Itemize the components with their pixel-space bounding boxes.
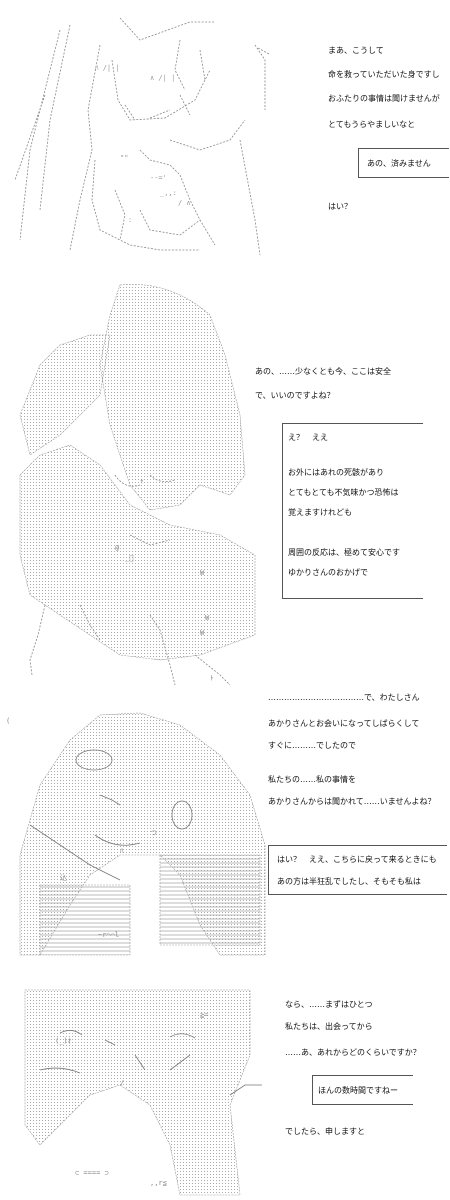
bubble-line: はい？ ええ、こちらに戻って来るときにも	[277, 855, 437, 864]
bubble-line: とてもとても不気味かつ恐怖は	[288, 488, 399, 497]
narration-line: まあ、こうして	[328, 46, 384, 55]
bubble-line: あの方は半狂乱でしたし、そもそも私は	[277, 877, 421, 886]
panel-1: --=' "" : _,,: ﾊ /| | ∧ /| | / ∧ まあ、こうして…	[0, 0, 450, 270]
narration-line: 命を救っていただいた身ですし	[328, 70, 440, 79]
svg-text:ﾄ: ﾄ	[210, 674, 214, 682]
speech-bubble: え？ ええ お外にはあれの死骸があり とてもとても不気味かつ恐怖は 覚えますけれ…	[282, 423, 423, 599]
svg-text:込: 込	[60, 873, 67, 882]
svg-text:,,r≦: ,,r≦	[150, 1179, 167, 1187]
panel-2: ｬ @ _ﾟ W W W ﾄ あの、……少なくとも今、ここは安全 で、いいのです…	[0, 275, 450, 695]
narration-line: なら、……まずはひとつ	[285, 1000, 373, 1009]
bubble-line: 覚えますけれども	[288, 508, 352, 517]
narration-line: おふたりの事情は聞けませんが	[328, 94, 440, 103]
svg-text:(: (	[6, 717, 10, 725]
svg-text:W: W	[205, 614, 210, 622]
speech-bubble: はい？ ええ、こちらに戻って来るときにも あの方は半狂乱でしたし、そもそも私は	[268, 845, 447, 895]
svg-text:(_)ｵ: (_)ｵ	[55, 1037, 72, 1045]
narration-line: あかりさんとお会いになってしばらくして	[268, 719, 420, 728]
svg-text:ﾊ /| |: ﾊ /| |	[95, 64, 120, 72]
svg-text:--=': --='	[150, 174, 167, 182]
bubble-line: あの、済みません	[367, 159, 431, 168]
svg-text:_ﾟ: _ﾟ	[125, 554, 133, 562]
svg-text:/: /	[120, 1079, 124, 1087]
svg-text:~r⌒⌒l: ~r⌒⌒l	[98, 931, 119, 939]
svg-text:ﾊ: ﾊ	[120, 847, 124, 855]
panel-4: (_)ｵ ≧= ⊂ ==== ⊃ ,,r≦ / なら、……まずはひとつ 私たちは…	[0, 985, 450, 1200]
speech-bubble: あの、済みません	[358, 148, 449, 178]
bubble-line: お外にはあれの死骸があり	[288, 468, 384, 477]
svg-text:W: W	[200, 629, 205, 637]
narration-line: ………………………………で、わたしさん	[268, 693, 420, 702]
character-art-figure: ｬ @ _ﾟ W W W ﾄ	[19, 284, 256, 686]
bubble-line: 周囲の反応は、極めて安心です	[288, 548, 400, 557]
narration-line: でしたら、申しますと	[285, 1127, 365, 1136]
svg-text:W: W	[200, 569, 205, 577]
panel-3-ascii-art: ( ﾊ つ 込 ~r⌒⌒l	[0, 705, 270, 970]
narration-line: で、いいのですよね？	[255, 391, 335, 400]
narration-line: ……あ、あれからどのくらいですか？	[285, 1048, 421, 1057]
narration-line: はい？	[328, 202, 352, 211]
svg-text:/ ∧: / ∧	[178, 199, 191, 207]
speech-bubble: ほんの数時間ですねー	[312, 1075, 413, 1105]
character-art-figure: (_)ｵ ≧= ⊂ ==== ⊃ ,,r≦ /	[24, 989, 262, 1196]
narration-line: あかりさんからは聞かれて……いませんよね？	[268, 797, 436, 806]
narration-line: 私たちの……私の事情を	[268, 775, 356, 784]
character-art-figure: ( ﾊ つ 込 ~r⌒⌒l	[6, 712, 266, 956]
svg-text:≧=: ≧=	[200, 1011, 208, 1019]
svg-text:_,,:: _,,:	[160, 189, 177, 197]
svg-text:@: @	[115, 544, 120, 552]
svg-text:ｬ: ｬ	[140, 477, 144, 485]
bubble-line: ほんの数時間ですねー	[318, 1086, 398, 1095]
panel-3: ( ﾊ つ 込 ~r⌒⌒l ………………………………で、わたしさん あかりさんと…	[0, 693, 450, 970]
bubble-line: ゆかりさんのおかげで	[288, 568, 368, 577]
bubble-line: え？ ええ	[288, 433, 328, 442]
narration-line: 私たちは、出会ってから	[285, 1022, 373, 1031]
narration-line: すぐに………でしたので	[268, 741, 356, 750]
svg-text::: :	[128, 216, 132, 224]
svg-text:つ: つ	[150, 829, 157, 837]
narration-line: とてもうらやましいなと	[328, 120, 416, 129]
panel-2-ascii-art: ｬ @ _ﾟ W W W ﾄ	[0, 275, 270, 695]
narration-line: あの、……少なくとも今、ここは安全	[255, 367, 391, 376]
panel-1-ascii-art: --=' "" : _,,: ﾊ /| | ∧ /| | / ∧	[0, 0, 270, 270]
svg-text:⊂ ==== ⊃: ⊂ ==== ⊃	[75, 1169, 109, 1177]
svg-text:∧ /| |: ∧ /| |	[150, 74, 175, 82]
character-art-figure: --=' "" : _,,: ﾊ /| | ∧ /| | / ∧	[14, 17, 270, 256]
panel-4-ascii-art: (_)ｵ ≧= ⊂ ==== ⊃ ,,r≦ /	[0, 985, 270, 1200]
svg-text:"": ""	[120, 154, 128, 162]
